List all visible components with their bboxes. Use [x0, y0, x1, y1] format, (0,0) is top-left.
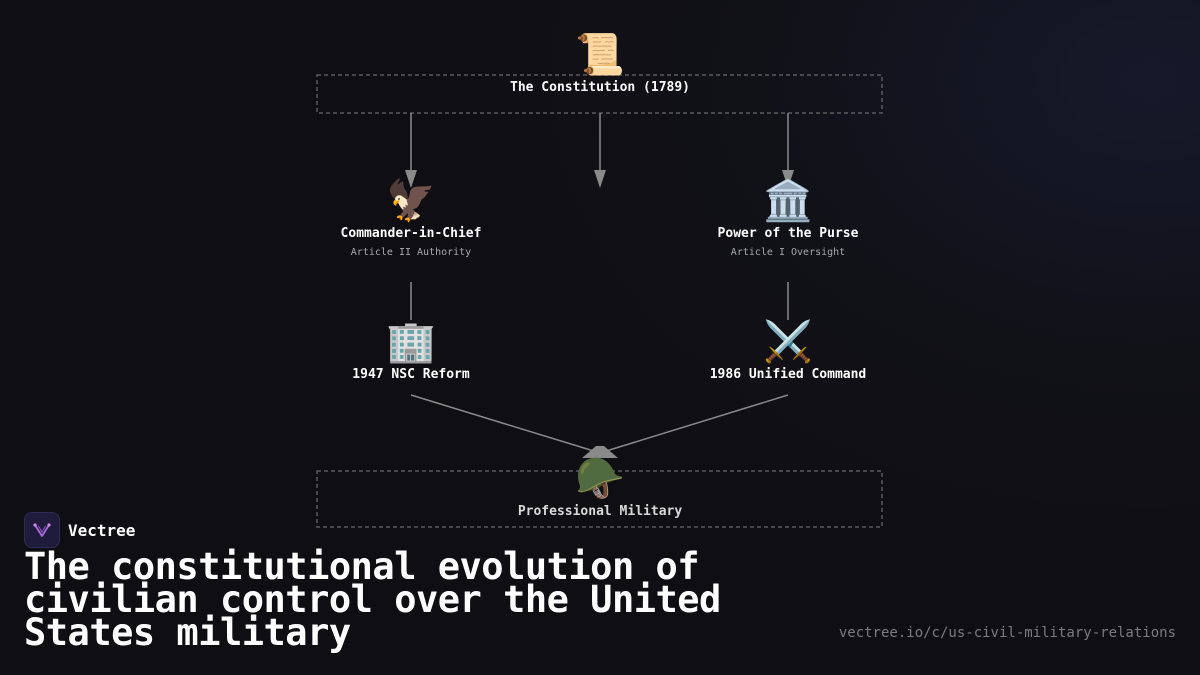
node-commander-subtitle: Article II Authority	[350, 247, 472, 258]
node-unified-command: ⚔️ 1986 Unified Command	[710, 319, 867, 382]
node-commander-title: Commander-in-Chief	[340, 226, 482, 241]
node-military-title: Professional Military	[517, 504, 683, 519]
military-helmet-icon: 🪖	[575, 456, 625, 502]
office-building-icon: 🏢	[386, 319, 436, 365]
node-purse-subtitle: Article I Oversight	[730, 247, 846, 258]
classical-building-icon: 🏛️	[763, 178, 813, 224]
node-purse-title: Power of the Purse	[717, 226, 859, 241]
connector-unified-to-military	[602, 394, 789, 453]
node-unified-title: 1986 Unified Command	[709, 367, 867, 382]
node-professional-military: 🪖 Professional Military	[518, 456, 682, 519]
arrowhead-center	[594, 170, 606, 188]
military-group-box	[316, 470, 883, 528]
node-nsc-title: 1947 NSC Reform	[352, 367, 470, 382]
source-url: vectree.io/c/us-civil-military-relations	[838, 625, 1176, 641]
crossed-swords-icon: ⚔️	[763, 319, 813, 365]
node-commander-in-chief: 🦅 Commander-in-Chief Article II Authorit…	[341, 178, 482, 258]
brand-name: Vectree	[68, 520, 136, 540]
arrowhead-purse	[782, 170, 794, 188]
brand: Vectree	[24, 512, 135, 548]
node-nsc-reform: 🏢 1947 NSC Reform	[352, 319, 469, 382]
node-constitution-title: The Constitution (1789)	[509, 80, 691, 95]
scroll-icon: 📜	[575, 32, 625, 78]
page-title: The constitutional evolution of civilian…	[24, 545, 721, 654]
arrowhead-commander	[405, 170, 417, 188]
vectree-logo-icon	[24, 512, 60, 548]
node-constitution: 📜 The Constitution (1789)	[510, 32, 690, 95]
eagle-icon: 🦅	[386, 178, 436, 224]
node-power-of-purse: 🏛️ Power of the Purse Article I Oversigh…	[718, 178, 859, 258]
connector-nsc-to-military	[410, 394, 598, 453]
arrowhead-military	[582, 446, 618, 458]
